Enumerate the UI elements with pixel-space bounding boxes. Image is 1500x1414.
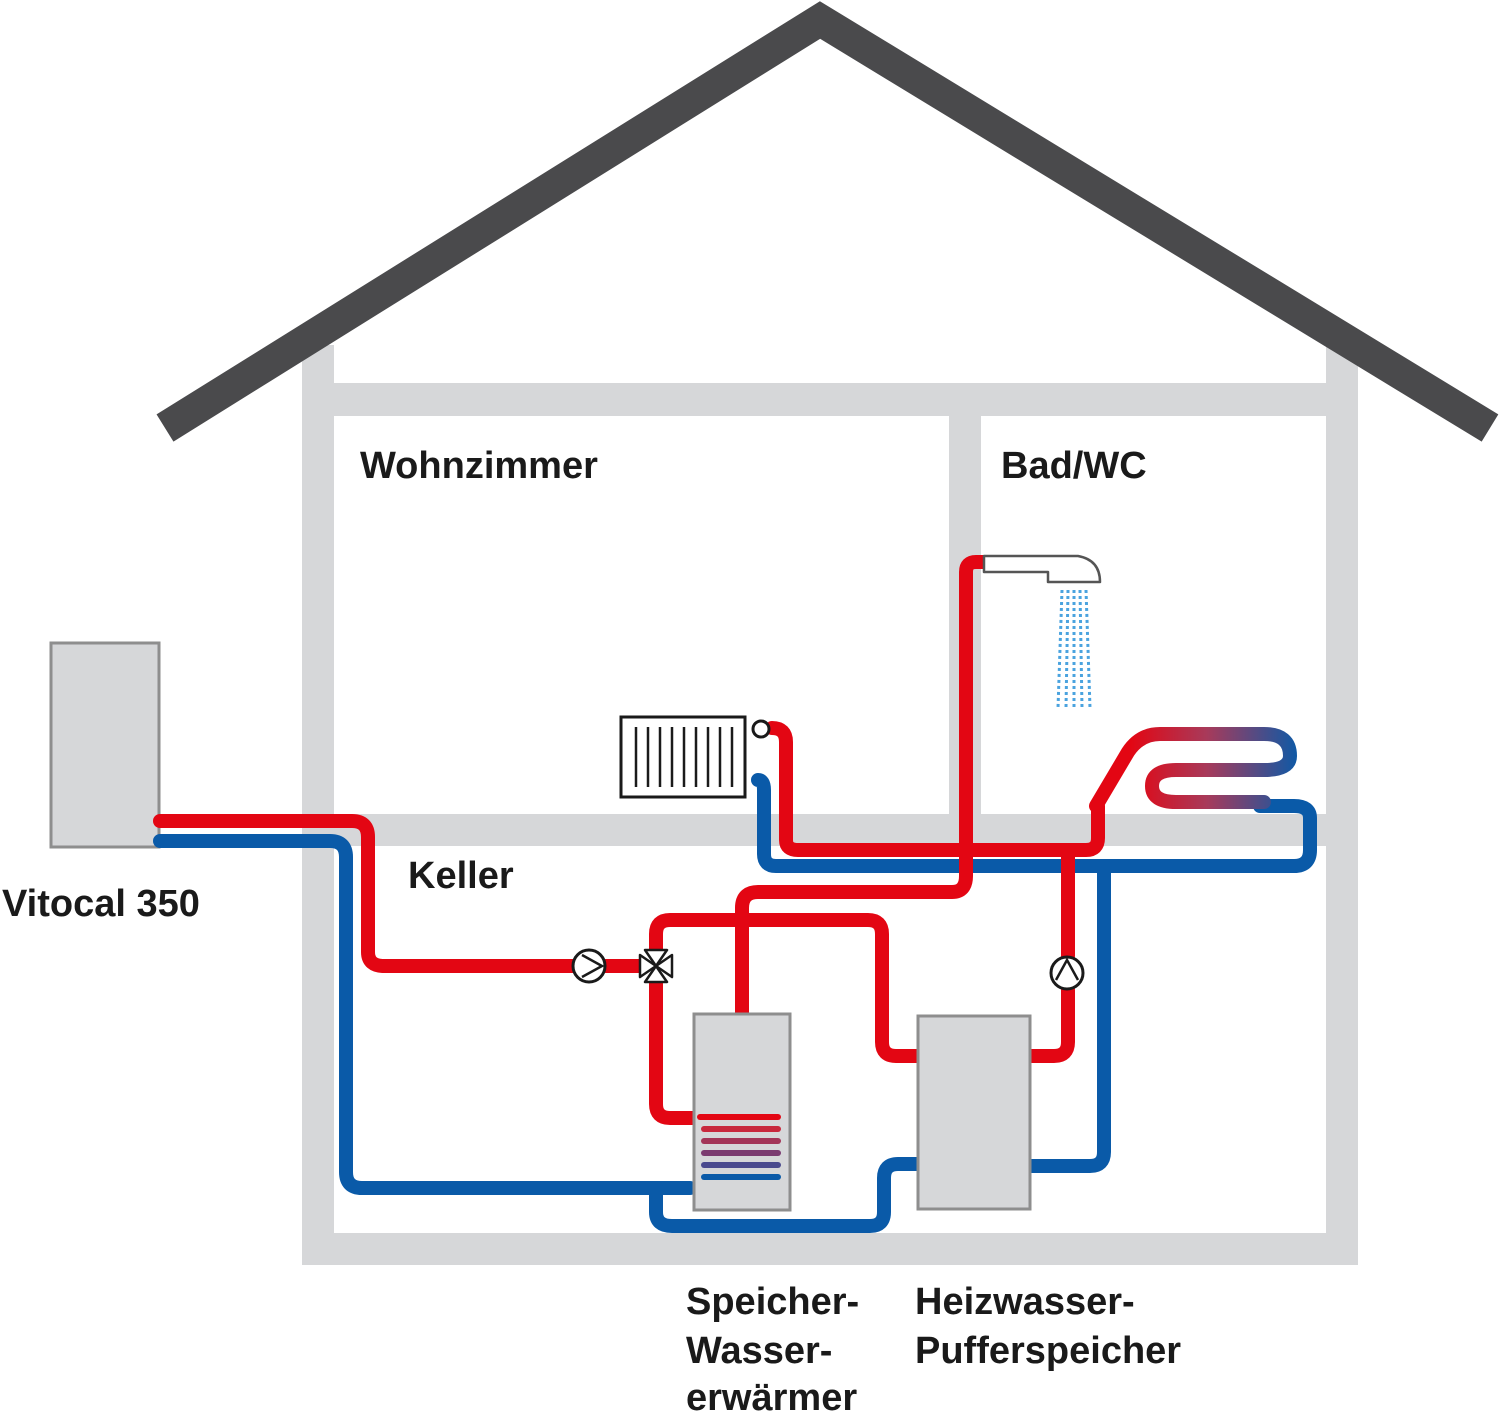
ground-floor-ceiling bbox=[302, 814, 1358, 846]
buffer-return-pipe bbox=[1025, 859, 1111, 1173]
vitocal-350-unit bbox=[49, 641, 161, 849]
attic-floor bbox=[302, 383, 1358, 416]
heat-pump-return-pipe bbox=[153, 834, 697, 1195]
cold-return-pipes bbox=[153, 773, 1317, 1233]
tank-heat-exchanger-coil bbox=[697, 1114, 781, 1180]
tank-link-return-pipe bbox=[649, 1157, 925, 1233]
primary-pump-icon bbox=[571, 948, 607, 984]
house-structure bbox=[302, 345, 1358, 1265]
floor-heating-coil bbox=[1089, 727, 1297, 813]
left-outer-wall bbox=[302, 345, 334, 1265]
buffer-storage-tank bbox=[916, 1014, 1032, 1211]
label-keller: Keller bbox=[408, 855, 514, 897]
dhw-storage-tank bbox=[692, 1012, 792, 1212]
label-bad-wc: Bad/WC bbox=[1001, 445, 1147, 487]
label-puffer-line-1: Heizwasser- bbox=[915, 1281, 1135, 1323]
buffer-to-pump-pipe bbox=[1025, 983, 1075, 1063]
three-way-valve-icon bbox=[638, 948, 674, 984]
radiator bbox=[619, 715, 747, 799]
valve-to-tank-coil-pipe bbox=[649, 977, 701, 1125]
basement-floor bbox=[302, 1233, 1358, 1265]
label-wohnzimmer: Wohnzimmer bbox=[360, 445, 598, 487]
label-speicher-line-1: Speicher- bbox=[686, 1281, 859, 1323]
radiator-valve-icon bbox=[751, 719, 771, 739]
heat-pump-supply-pipe bbox=[153, 814, 579, 973]
roof bbox=[156, 1, 1499, 442]
label-speicher-line-3: erwärmer bbox=[686, 1377, 857, 1414]
label-puffer-line-2: Pufferspeicher bbox=[915, 1330, 1181, 1372]
shower-head-icon bbox=[982, 554, 1102, 584]
heating-circuit-return-pipe bbox=[751, 773, 1317, 873]
shower-water-icon bbox=[1056, 589, 1092, 709]
heating-pump-icon bbox=[1049, 955, 1085, 991]
label-speicher-line-2: Wasser- bbox=[686, 1330, 832, 1372]
hot-supply-pipes bbox=[153, 555, 1105, 1125]
right-outer-wall bbox=[1326, 345, 1358, 1265]
dhw-pipe bbox=[735, 555, 991, 1021]
label-vitocal-350: Vitocal 350 bbox=[2, 883, 200, 925]
heating-circuit-supply-pipe bbox=[765, 721, 1105, 857]
valve-to-buffer-pipe bbox=[649, 913, 925, 1063]
